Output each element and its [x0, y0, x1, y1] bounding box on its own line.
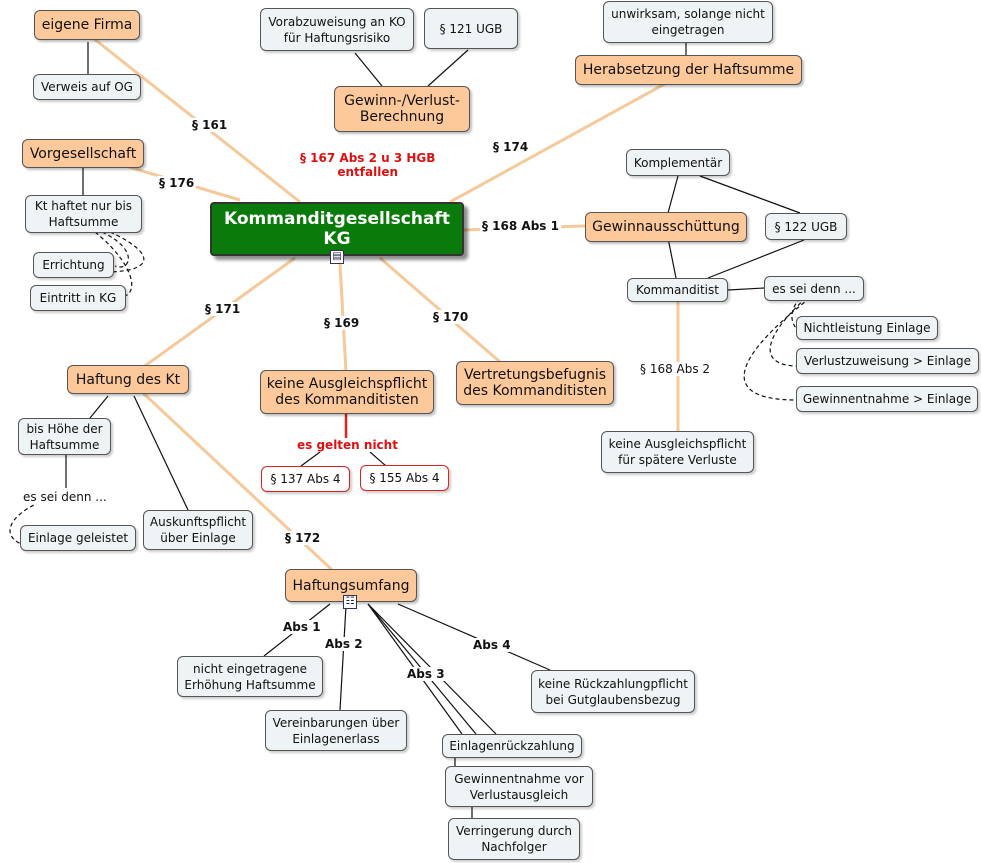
label-p172: § 172 — [283, 531, 323, 545]
label-p169: § 169 — [322, 316, 362, 330]
leaf-komplementaer[interactable]: Komplementär — [626, 149, 730, 176]
leaf-einlage-geleistet[interactable]: Einlage geleistet — [20, 525, 136, 551]
topic-keine-ausgleichspflicht[interactable]: keine Ausgleichspflicht des Kommanditist… — [260, 370, 434, 414]
leaf-verlustzuweisung[interactable]: Verlustzuweisung > Einlage — [796, 348, 979, 374]
label-p170: § 170 — [431, 310, 471, 324]
label-es-gelten-nicht: es gelten nicht — [295, 438, 400, 452]
leaf-kommanditist[interactable]: Kommanditist — [627, 278, 728, 302]
document-icon: ▤ — [330, 250, 344, 264]
label-p171: § 171 — [203, 302, 243, 316]
hierarchy-icon: ☷ — [343, 595, 357, 609]
label-p168-1: § 168 Abs 1 — [480, 219, 561, 233]
leaf-keine-ausgleich-spaeter[interactable]: keine Ausgleichspflicht für spätere Verl… — [601, 431, 754, 473]
leaf-keine-rueckzahlung[interactable]: keine Rückzahlungpflicht bei Gutglaubens… — [531, 670, 695, 713]
leaf-p137[interactable]: § 137 Abs 4 — [261, 466, 350, 492]
label-abs2: Abs 2 — [323, 637, 365, 651]
leaf-eintritt[interactable]: Eintritt in KG — [30, 285, 126, 311]
label-p174: § 174 — [491, 140, 531, 154]
topic-vertretungsbefugnis[interactable]: Vertretungsbefugnis des Kommanditisten — [456, 361, 614, 405]
label-abs1: Abs 1 — [281, 620, 323, 634]
label-p167: § 167 Abs 2 u 3 HGB entfallen — [298, 151, 438, 179]
topic-herabsetzung[interactable]: Herabsetzung der Haftsumme — [575, 55, 802, 85]
leaf-bis-hoehe[interactable]: bis Höhe der Haftsumme — [18, 418, 111, 455]
leaf-gewinnentnahme-vor[interactable]: Gewinnentnahme vor Verlustausgleich — [445, 766, 593, 807]
leaf-es-sei-denn-right[interactable]: es sei denn ... — [764, 276, 864, 301]
leaf-nicht-eingetragene[interactable]: nicht eingetragene Erhöhung Haftsumme — [177, 656, 323, 697]
leaf-p155[interactable]: § 155 Abs 4 — [360, 465, 449, 491]
central-topic[interactable]: Kommanditgesellschaft KG — [210, 202, 464, 256]
leaf-auskunftspflicht[interactable]: Auskunftspflicht über Einlage — [143, 510, 253, 550]
label-p176: § 176 — [157, 176, 197, 190]
leaf-ugb-122[interactable]: § 122 UGB — [765, 213, 847, 240]
label-abs4: Abs 4 — [471, 638, 513, 652]
label-p168-2: § 168 Abs 2 — [638, 362, 713, 376]
label-p161: § 161 — [190, 118, 230, 132]
label-es-sei-denn-left: es sei denn ... — [21, 490, 109, 504]
leaf-unwirksam[interactable]: unwirksam, solange nicht eingetragen — [603, 1, 773, 43]
topic-eigene-firma[interactable]: eigene Firma — [34, 10, 140, 40]
leaf-einlagenrueckzahlung[interactable]: Einlagenrückzahlung — [442, 734, 582, 758]
topic-gewinn-verlust[interactable]: Gewinn-/Verlust- Berechnung — [334, 86, 470, 132]
leaf-nichtleistung[interactable]: Nichtleistung Einlage — [796, 316, 938, 340]
topic-gewinnausschuettung[interactable]: Gewinnausschüttung — [585, 212, 747, 242]
topic-vorgesellschaft[interactable]: Vorgesellschaft — [22, 139, 144, 168]
leaf-ugb-121[interactable]: § 121 UGB — [424, 8, 518, 49]
leaf-errichtung[interactable]: Errichtung — [33, 252, 114, 278]
leaf-kt-haftet[interactable]: Kt haftet nur bis Haftsumme — [25, 195, 142, 233]
leaf-vereinbarungen[interactable]: Vereinbarungen über Einlagenerlass — [265, 710, 407, 751]
leaf-verringerung[interactable]: Verringerung durch Nachfolger — [448, 818, 580, 860]
leaf-gewinnentnahme-einlage[interactable]: Gewinnentnahme > Einlage — [796, 386, 978, 412]
leaf-verweis-og[interactable]: Verweis auf OG — [33, 74, 141, 100]
leaf-vorabzuweisung[interactable]: Vorabzuweisung an KO für Haftungsrisiko — [260, 8, 414, 51]
topic-haftung-des-kt[interactable]: Haftung des Kt — [67, 365, 189, 394]
label-abs3: Abs 3 — [405, 667, 447, 681]
